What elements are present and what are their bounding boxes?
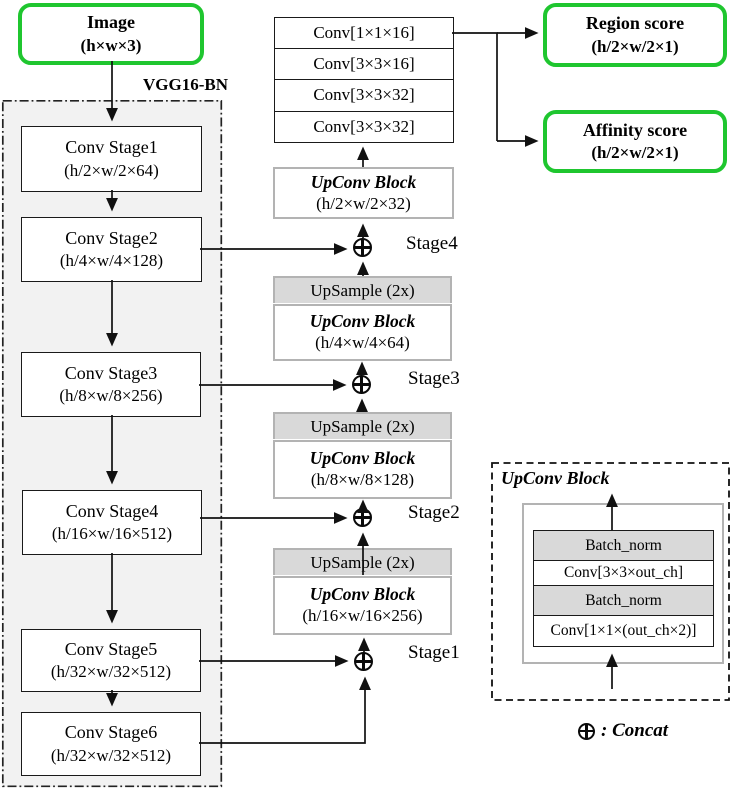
stage3-dims: (h/8×w/8×256) — [59, 386, 163, 406]
concat-icon-stage3 — [352, 375, 371, 394]
stage2-title: Conv Stage2 — [65, 227, 158, 248]
stage-label-1: Stage1 — [408, 642, 460, 663]
legend-row-batchnorm-2: Batch_norm — [534, 585, 713, 615]
concat-legend-text: : Concat — [601, 720, 669, 741]
affinity-score-title: Affinity score — [582, 119, 688, 140]
region-score-title: Region score — [585, 13, 685, 34]
backbone-label: VGG16-BN — [143, 75, 228, 94]
upconv1-dims: (h/4×w/4×64) — [315, 333, 410, 353]
head-conv-row-1: Conv[1×1×16] — [275, 18, 453, 49]
conv-stage-3: Conv Stage3 (h/8×w/8×256) — [21, 352, 201, 417]
upconv2-title: UpConv Block — [309, 447, 416, 468]
head-conv-row-2: Conv[3×3×16] — [275, 48, 453, 80]
upsample-1: UpSample (2x) — [273, 276, 452, 303]
concat-icon-stage1 — [354, 652, 373, 671]
upconv-block-2: UpConv Block (h/8×w/8×128) — [273, 439, 452, 499]
stage1-dims: (h/2×w/2×64) — [64, 160, 159, 180]
input-dims: (h×w×3) — [80, 35, 142, 55]
concat-legend: : Concat — [578, 720, 668, 742]
upconv-block-top: UpConv Block (h/2×w/2×32) — [273, 167, 454, 219]
conv-stage-6: Conv Stage6 (h/32×w/32×512) — [21, 712, 201, 776]
upsample-2: UpSample (2x) — [273, 412, 452, 439]
upconv3-title: UpConv Block — [309, 583, 416, 604]
upconv-top-title: UpConv Block — [310, 171, 417, 192]
upconv1-title: UpConv Block — [309, 310, 416, 331]
conv-stage-1: Conv Stage1 (h/2×w/2×64) — [21, 126, 202, 192]
concat-icon-stage2 — [353, 508, 372, 527]
input-image-box: Image (h×w×3) — [18, 3, 204, 65]
concat-icon — [578, 722, 595, 740]
legend-row-conv1x1: Conv[1×1×(out_ch×2)] — [534, 615, 713, 646]
input-title: Image — [87, 12, 135, 33]
stage2-dims: (h/4×w/4×128) — [59, 251, 164, 271]
affinity-score-dims: (h/2×w/2×1) — [591, 143, 679, 163]
region-score-box: Region score (h/2×w/2×1) — [543, 3, 727, 67]
stage-label-2: Stage2 — [408, 502, 460, 523]
affinity-score-box: Affinity score (h/2×w/2×1) — [543, 110, 727, 173]
upconv2-dims: (h/8×w/8×128) — [310, 470, 415, 490]
stage6-title: Conv Stage6 — [64, 722, 158, 743]
concat-icon-stage4 — [353, 238, 372, 257]
stage4-title: Conv Stage4 — [65, 500, 159, 521]
upsample-3: UpSample (2x) — [273, 548, 452, 575]
upconv-legend-title: UpConv Block — [501, 468, 610, 488]
stage3-title: Conv Stage3 — [64, 362, 158, 383]
stage6-dims: (h/32×w/32×512) — [50, 745, 172, 765]
upconv-top-dims: (h/2×w/2×32) — [316, 194, 411, 214]
upconv-block-3: UpConv Block (h/16×w/16×256) — [273, 575, 452, 635]
upconv3-dims: (h/16×w/16×256) — [302, 606, 423, 626]
conv-stage-4: Conv Stage4 (h/16×w/16×512) — [22, 490, 202, 555]
stage-label-4: Stage4 — [406, 233, 458, 254]
upconv-block-1: UpConv Block (h/4×w/4×64) — [273, 303, 452, 361]
stage1-title: Conv Stage1 — [65, 137, 158, 158]
region-score-dims: (h/2×w/2×1) — [591, 36, 679, 56]
conv-stage-2: Conv Stage2 (h/4×w/4×128) — [21, 217, 202, 282]
stage5-title: Conv Stage5 — [64, 638, 158, 659]
stage5-dims: (h/32×w/32×512) — [50, 662, 172, 682]
head-conv-row-3: Conv[3×3×32] — [275, 79, 453, 111]
legend-row-conv3x3: Conv[3×3×out_ch] — [534, 560, 713, 585]
stage4-dims: (h/16×w/16×512) — [51, 524, 173, 544]
head-conv-row-4: Conv[3×3×32] — [275, 110, 453, 142]
stage-label-3: Stage3 — [408, 368, 460, 389]
legend-row-batchnorm-1: Batch_norm — [534, 531, 713, 560]
conv-stage-5: Conv Stage5 (h/32×w/32×512) — [21, 629, 201, 692]
upconv-legend-stack: Batch_norm Conv[3×3×out_ch] Batch_norm C… — [533, 530, 714, 647]
head-conv-stack: Conv[1×1×16] Conv[3×3×16] Conv[3×3×32] C… — [274, 17, 454, 143]
